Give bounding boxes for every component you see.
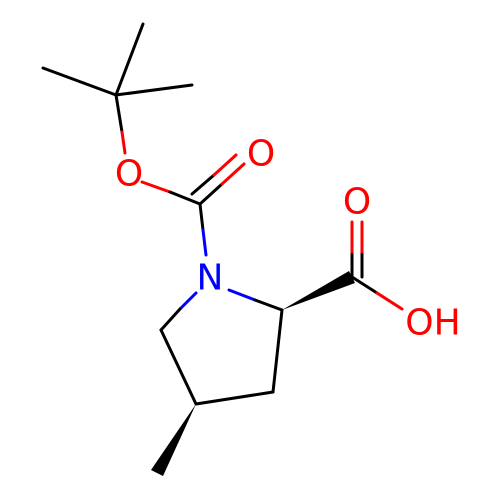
bond-carbonyl-n-b — [201, 228, 208, 257]
bond-ester-o-carbonyl-b — [168, 190, 202, 206]
bond-tbu-methyl-top — [114, 22, 145, 97]
bond-acid-oh-b — [375, 291, 404, 311]
bond-boc-double-2a — [190, 173, 216, 196]
bond-tbu-methyl-left — [41, 66, 118, 97]
bond-tbu-methyl-right — [114, 83, 194, 97]
atom-acid-carbonyl-oxygen: O — [343, 182, 371, 223]
bond-c3-c2 — [271, 308, 284, 394]
wedge-bond-c4-methyl — [151, 404, 196, 476]
bond-boc-double-1b — [220, 162, 246, 186]
bond-boc-double-2b — [212, 153, 238, 177]
bond-ester-o-carbonyl-a — [140, 180, 172, 194]
bond-tbu-ester-o-a — [114, 93, 124, 134]
bond-n-c5-b — [159, 307, 182, 332]
bond-n-c2-a — [227, 288, 257, 302]
atom-nitrogen: N — [197, 258, 224, 299]
bond-n-c5-a — [178, 291, 198, 311]
atom-carbonyl-oxygen-boc: O — [247, 134, 275, 175]
bond-c5-c4 — [159, 328, 198, 406]
bond-acid-oh-a — [350, 275, 379, 295]
bond-tbu-ester-o-b — [120, 130, 127, 155]
wedge-bond-c2-acid — [282, 271, 355, 310]
bond-boc-double-1a — [198, 182, 224, 206]
atom-hydroxyl: OH — [405, 303, 460, 344]
bond-n-c2-b — [253, 298, 284, 312]
bond-carbonyl-n-a — [198, 202, 205, 232]
bond-c4-c3 — [194, 390, 275, 406]
atom-ester-oxygen: O — [115, 154, 143, 195]
